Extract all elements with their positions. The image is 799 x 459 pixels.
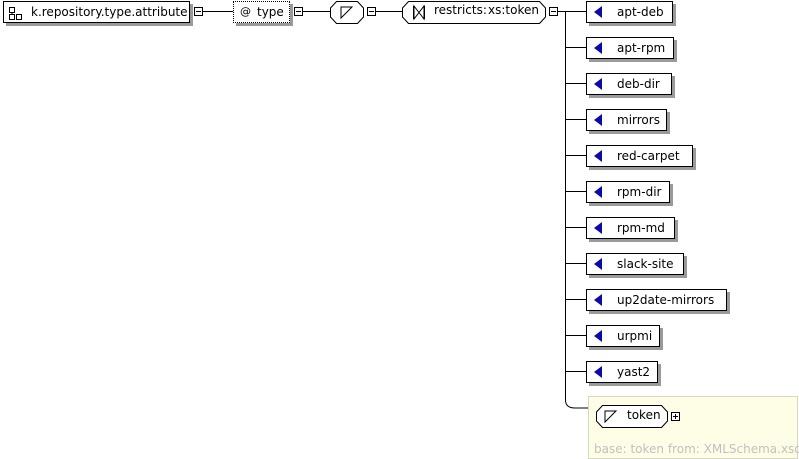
enumeration-marker-icon (594, 78, 602, 90)
simple-type-node[interactable] (330, 1, 364, 25)
enumeration-marker-icon (594, 186, 602, 198)
restriction-base-type: xs:token (488, 3, 539, 17)
enumeration-marker-icon (594, 294, 602, 306)
enumeration-item[interactable]: red-carpet (586, 145, 693, 167)
enumeration-item[interactable]: slack-site (586, 253, 684, 275)
root-element-label: k.repository.type.attribute (31, 5, 188, 19)
root-element-box[interactable]: k.repository.type.attribute (3, 1, 190, 23)
enumeration-item[interactable]: mirrors (586, 109, 667, 131)
attribute-collapse-toggle[interactable] (294, 7, 303, 16)
attribute-box[interactable]: @ type (233, 1, 290, 23)
base-type-node[interactable] (596, 405, 668, 429)
enumeration-marker-icon (594, 222, 602, 234)
simple-type-collapse-toggle[interactable] (367, 7, 376, 16)
simple-type-icon (340, 6, 354, 20)
restriction-collapse-toggle[interactable] (549, 7, 558, 16)
enumeration-label: rpm-md (617, 221, 665, 235)
enumeration-marker-icon (594, 330, 602, 342)
base-type-icon (604, 410, 618, 424)
enumeration-marker-icon (594, 150, 602, 162)
enumeration-marker-icon (594, 366, 602, 378)
enumeration-label: red-carpet (617, 149, 680, 163)
base-type-caption: base: token from: XMLSchema.xsd (594, 442, 799, 456)
enumeration-marker-icon (594, 114, 602, 126)
enumeration-item[interactable]: deb-dir (586, 73, 672, 95)
enumeration-marker-icon (594, 42, 602, 54)
enumeration-label: slack-site (617, 257, 674, 271)
attribute-label: type (257, 5, 284, 19)
complex-type-icon (9, 6, 23, 26)
restriction-label: restricts: (434, 3, 487, 17)
enumeration-item[interactable]: up2date-mirrors (586, 289, 727, 311)
enumeration-label: apt-deb (617, 5, 664, 19)
enumeration-label: yast2 (617, 365, 651, 379)
enumeration-label: urpmi (617, 329, 653, 343)
root-collapse-toggle[interactable] (194, 7, 203, 16)
enumeration-item[interactable]: yast2 (586, 361, 658, 383)
restriction-node[interactable] (402, 1, 546, 25)
enumeration-marker-icon (594, 258, 602, 270)
enumeration-item[interactable]: rpm-md (586, 217, 675, 239)
enumeration-label: up2date-mirrors (617, 293, 715, 307)
enumeration-item[interactable]: rpm-dir (586, 181, 670, 203)
enumeration-item[interactable]: urpmi (586, 325, 660, 347)
enumeration-marker-icon (594, 6, 602, 18)
enumeration-item[interactable]: apt-deb (586, 1, 673, 23)
enumeration-label: mirrors (617, 113, 660, 127)
attribute-at-symbol: @ (240, 5, 251, 18)
enumeration-label: apt-rpm (617, 41, 666, 55)
restriction-icon (413, 4, 425, 21)
base-type-expand-toggle[interactable] (671, 412, 680, 421)
enumeration-label: deb-dir (617, 77, 660, 91)
enumeration-label: rpm-dir (617, 185, 662, 199)
base-type-label: token (627, 408, 661, 422)
enumeration-item[interactable]: apt-rpm (586, 37, 674, 59)
